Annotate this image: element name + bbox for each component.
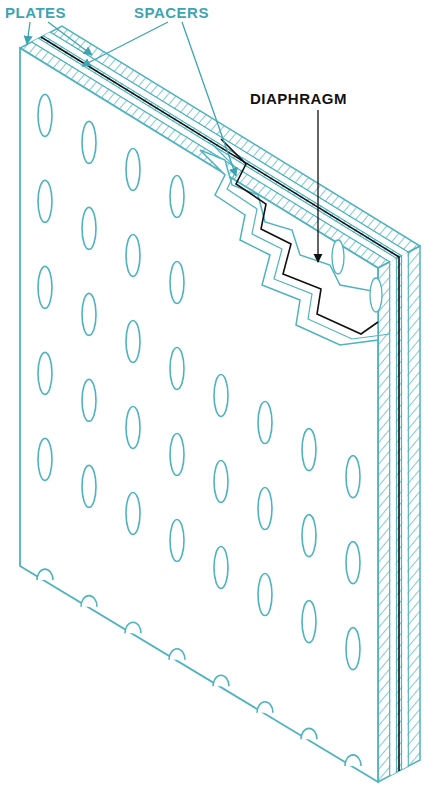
edge-scallop <box>125 622 141 633</box>
plate-hole <box>82 121 96 163</box>
edge-scallop <box>345 755 361 766</box>
plate-hole <box>346 542 360 584</box>
plate-label: PLATES <box>3 4 68 21</box>
cutaway <box>200 150 378 345</box>
plate-hole <box>214 461 228 503</box>
plate-hole <box>126 492 140 534</box>
plate-hole <box>38 438 52 480</box>
panel-stroke <box>50 32 408 766</box>
diaphragm <box>221 139 378 334</box>
plate-hole <box>38 266 52 308</box>
plate-hole <box>302 515 316 557</box>
plate-hole <box>170 261 184 303</box>
edge-scallop <box>301 728 317 739</box>
diaphragm <box>41 37 399 771</box>
plate-hole <box>82 207 96 249</box>
spacer-side <box>391 259 396 776</box>
plate-hole <box>170 175 184 217</box>
plate-hole <box>82 293 96 335</box>
leader-lines <box>27 22 318 262</box>
plate-hole <box>38 352 52 394</box>
speaker-panel <box>20 26 420 782</box>
diaphragm-label: DIAPHRAGM <box>248 90 349 107</box>
plate-hole <box>258 402 272 444</box>
plate-hole <box>170 433 184 475</box>
plate-hole <box>370 278 382 312</box>
edge-scallop <box>37 569 53 580</box>
plate-hole <box>82 465 96 507</box>
plate-hole <box>38 94 52 136</box>
edge-scallop <box>169 649 185 660</box>
plate-hole <box>126 320 140 362</box>
plate-hole <box>126 406 140 448</box>
plate-hole <box>302 601 316 643</box>
plate-hole <box>258 574 272 616</box>
spacer-label: SPACERS <box>132 4 211 21</box>
plate-hole <box>346 456 360 498</box>
plate-hole <box>214 547 228 589</box>
plate-hole <box>302 429 316 471</box>
plate-hole <box>170 519 184 561</box>
plate-hole <box>214 375 228 417</box>
plate-hole <box>346 628 360 670</box>
edge-scallop <box>213 675 229 686</box>
plate-hole <box>126 148 140 190</box>
plate-hole <box>38 180 52 222</box>
plate-hole <box>82 379 96 421</box>
edge-scallop <box>81 596 97 607</box>
plate-hole <box>258 488 272 530</box>
plate-hole <box>170 347 184 389</box>
plate-hole <box>332 240 344 274</box>
plate-hole <box>126 234 140 276</box>
edge-scallop <box>257 702 273 713</box>
spacer-side <box>402 253 407 770</box>
spacer-top <box>33 39 396 262</box>
cutaway-spacer <box>212 144 390 339</box>
